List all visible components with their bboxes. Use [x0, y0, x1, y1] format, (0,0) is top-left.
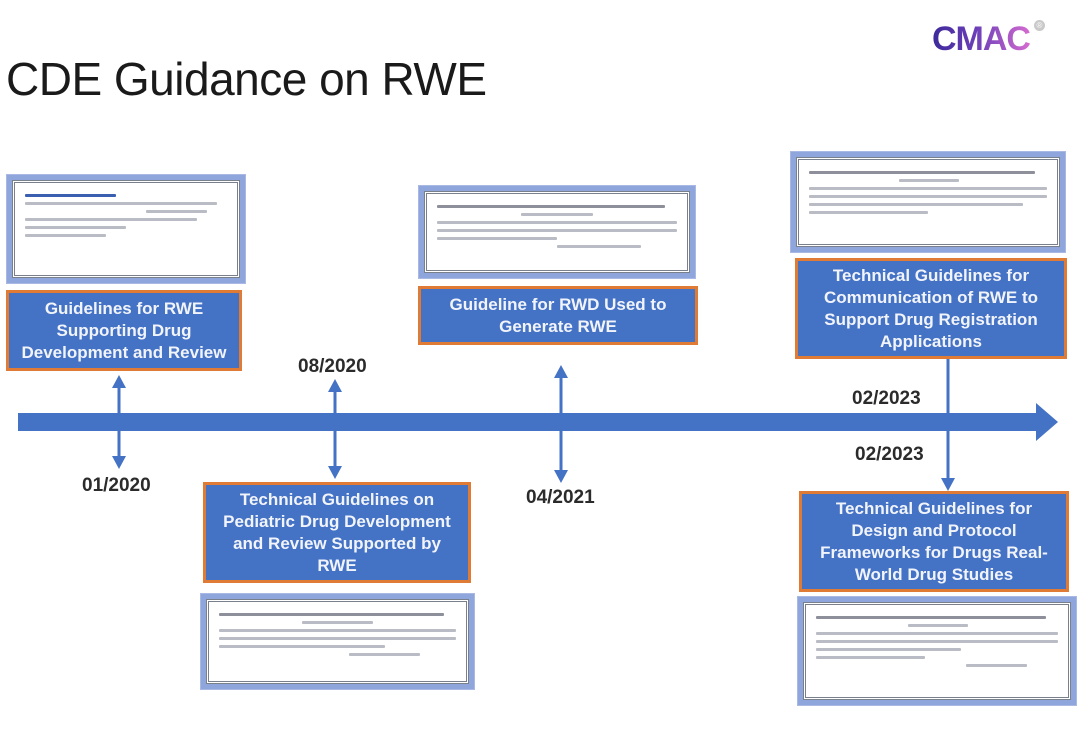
registered-mark-icon: ®: [1034, 20, 1045, 31]
cmac-logo: CMAC: [932, 20, 1031, 58]
connector-04-2021: [554, 365, 568, 483]
date-label: 02/2023: [852, 388, 921, 409]
event-box: Technical Guidelines for Communication o…: [795, 258, 1067, 359]
document-thumbnail: [6, 174, 246, 284]
date-label: 02/2023: [855, 444, 924, 465]
document-thumbnail: [797, 596, 1077, 706]
timeline-arrowhead-icon: [1036, 403, 1058, 441]
event-box: Technical Guidelines on Pediatric Drug D…: [203, 482, 471, 583]
timeline-axis: [18, 403, 1058, 441]
document-thumbnail: [790, 151, 1066, 253]
document-thumbnail: [200, 593, 475, 690]
date-label: 08/2020: [298, 356, 367, 377]
connector-08-2020: [328, 379, 342, 479]
connector-02-2023: [941, 358, 955, 491]
timeline-bar: [18, 413, 1038, 431]
page-title: CDE Guidance on RWE: [6, 53, 487, 105]
connector-01-2020: [112, 375, 126, 469]
document-thumbnail: [418, 185, 696, 279]
event-box: Guideline for RWD Used to Generate RWE: [418, 286, 698, 345]
date-label: 01/2020: [82, 475, 151, 496]
event-box: Technical Guidelines for Design and Prot…: [799, 491, 1069, 592]
event-box: Guidelines for RWE Supporting Drug Devel…: [6, 290, 242, 371]
date-label: 04/2021: [526, 487, 595, 508]
